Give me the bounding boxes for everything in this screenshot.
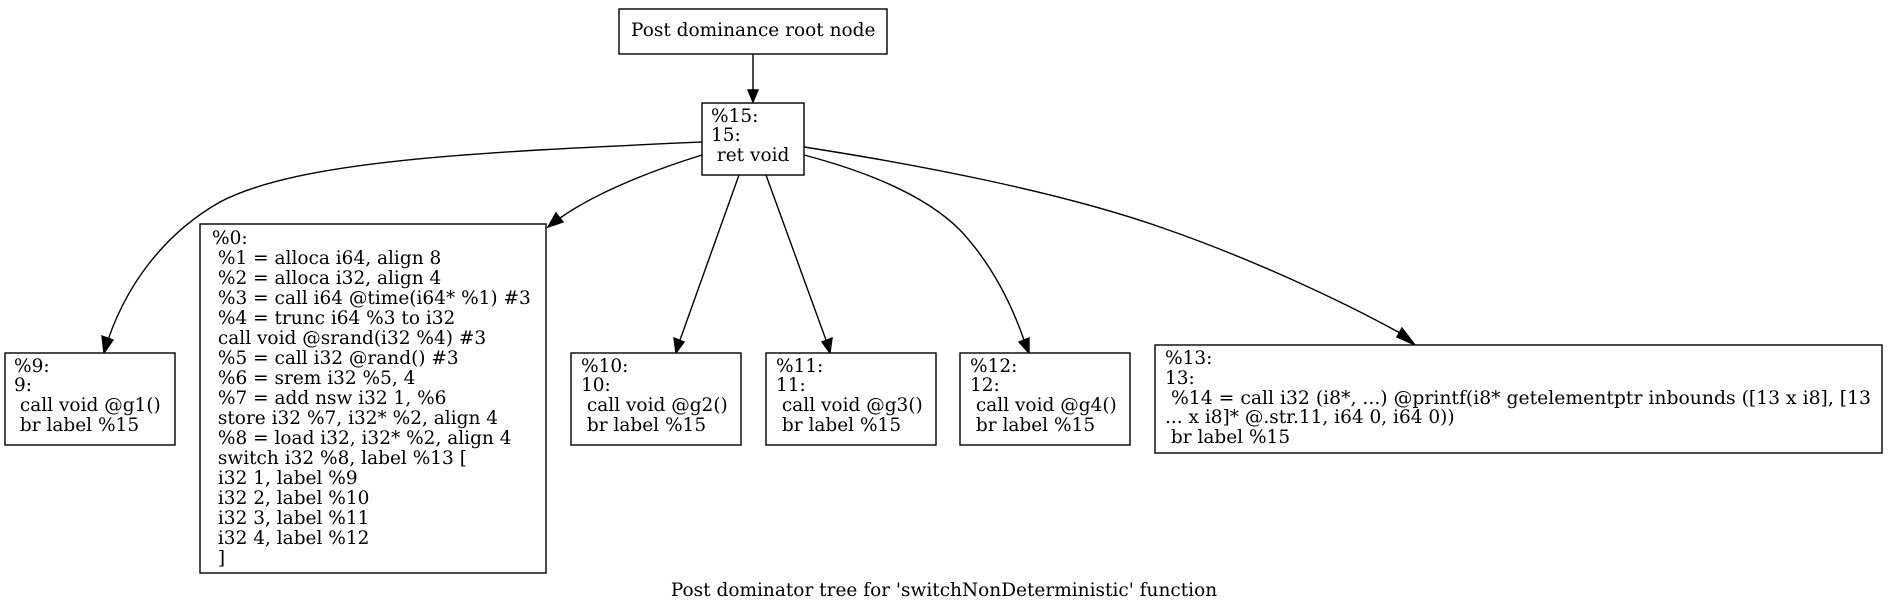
node-label-line: 13: <box>1165 368 1195 389</box>
node-label-line: ret void <box>711 145 789 166</box>
edge-n15-to-n9 <box>101 141 703 355</box>
node-label-line: %2 = alloca i32, align 4 <box>212 268 441 289</box>
node-label-line: %12: <box>970 356 1017 377</box>
diagram-caption: Post dominator tree for 'switchNonDeterm… <box>671 580 1217 601</box>
node-label-line: br label %15 <box>14 415 139 436</box>
node-label-line: %3 = call i64 @time(i64* %1) #3 <box>212 288 531 309</box>
node-block-0: %0: %1 = alloca i64, align 8 %2 = alloca… <box>199 223 547 574</box>
node-label-line: %6 = srem i32 %5, 4 <box>212 368 415 389</box>
node-label-line: i32 3, label %11 <box>212 508 369 529</box>
edge-n15-to-n13 <box>803 146 1416 346</box>
node-label-line: Post dominance root node <box>631 20 875 41</box>
node-label-line: 12: <box>970 375 1000 396</box>
node-label-line: br label %15 <box>776 415 901 436</box>
edge-root-to-n15 <box>746 54 760 104</box>
node-label-line: %7 = add nsw i32 1, %6 <box>212 388 446 409</box>
node-label-line: call void @g3() <box>776 395 923 416</box>
node-label-line: store i32 %7, i32* %2, align 4 <box>212 408 498 429</box>
edge-n15-to-n11 <box>765 174 833 355</box>
node-label-line: br label %15 <box>970 415 1095 436</box>
node-label-line: 10: <box>581 375 611 396</box>
node-label-line: i32 1, label %9 <box>212 468 358 489</box>
node-block-9: %9: 9: call void @g1() br label %15 <box>4 352 176 446</box>
node-label-line: %5 = call i32 @rand() #3 <box>212 348 459 369</box>
node-label-line: %15: <box>711 106 758 127</box>
node-label-line: %10: <box>581 356 628 377</box>
edges <box>101 54 1416 355</box>
node-label-line: %4 = trunc i64 %3 to i32 <box>212 308 455 329</box>
node-label-line: call void @g4() <box>970 395 1117 416</box>
node-block-13: %13: 13: %14 = call i32 (i8*, ...) @prin… <box>1154 344 1883 454</box>
node-block-11: %11: 11: call void @g3() br label %15 <box>765 352 937 446</box>
node-label-line: %13: <box>1165 348 1212 369</box>
node-label-line: %8 = load i32, i32* %2, align 4 <box>212 428 512 449</box>
node-block-10: %10: 10: call void @g2() br label %15 <box>570 352 742 446</box>
edge-n15-to-n10 <box>673 174 740 355</box>
edge-n15-to-n0 <box>546 154 703 229</box>
node-label-line: %1 = alloca i64, align 8 <box>212 248 441 269</box>
node-label-line: br label %15 <box>581 415 706 436</box>
node-label-line: %0: <box>212 228 248 249</box>
node-label-line: switch i32 %8, label %13 [ <box>212 448 467 469</box>
node-label-line: ] <box>212 548 225 569</box>
node-block-15: %15: 15: ret void <box>701 102 805 176</box>
node-label-line: br label %15 <box>1165 427 1290 448</box>
node-label-line: %14 = call i32 (i8*, ...) @printf(i8* ge… <box>1165 388 1871 409</box>
node-label-line: call void @srand(i32 %4) #3 <box>212 328 486 349</box>
edge-n15-to-n12 <box>803 154 1030 355</box>
node-label-line: i32 4, label %12 <box>212 528 369 549</box>
node-label-line: %11: <box>776 356 823 377</box>
node-block-12: %12: 12: call void @g4() br label %15 <box>959 352 1131 446</box>
node-label-line: 15: <box>711 125 741 146</box>
node-post-dominance-root: Post dominance root node <box>618 8 888 55</box>
node-label-line: 9: <box>14 375 32 396</box>
node-label-line: i32 2, label %10 <box>212 488 369 509</box>
node-label-line: call void @g2() <box>581 395 728 416</box>
node-label-line: ... x i8]* @.str.11, i64 0, i64 0)) <box>1165 407 1455 428</box>
node-label-line: call void @g1() <box>14 395 161 416</box>
node-label-line: %9: <box>14 356 50 377</box>
node-label-line: 11: <box>776 375 806 396</box>
